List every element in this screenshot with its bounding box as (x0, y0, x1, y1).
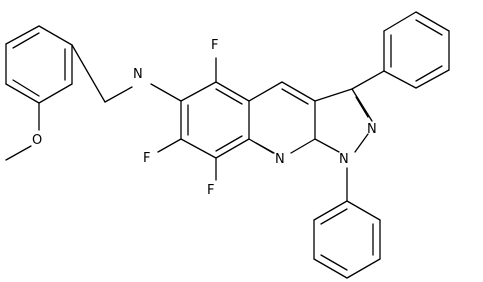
bond-lines (5, 11, 450, 279)
atom-label-f5: F (211, 38, 218, 53)
atom-label-methoxy-o: O (32, 133, 42, 148)
atom-label-f7: F (143, 151, 150, 166)
atom-label-ring-n: N (275, 152, 285, 167)
atom-label-amine-n: N (133, 67, 143, 82)
atom-label-n2: N (367, 122, 377, 137)
atom-label-n1: N (339, 152, 349, 167)
atom-labels: N F F F N N N O (32, 38, 377, 198)
atom-label-f8: F (207, 183, 214, 198)
